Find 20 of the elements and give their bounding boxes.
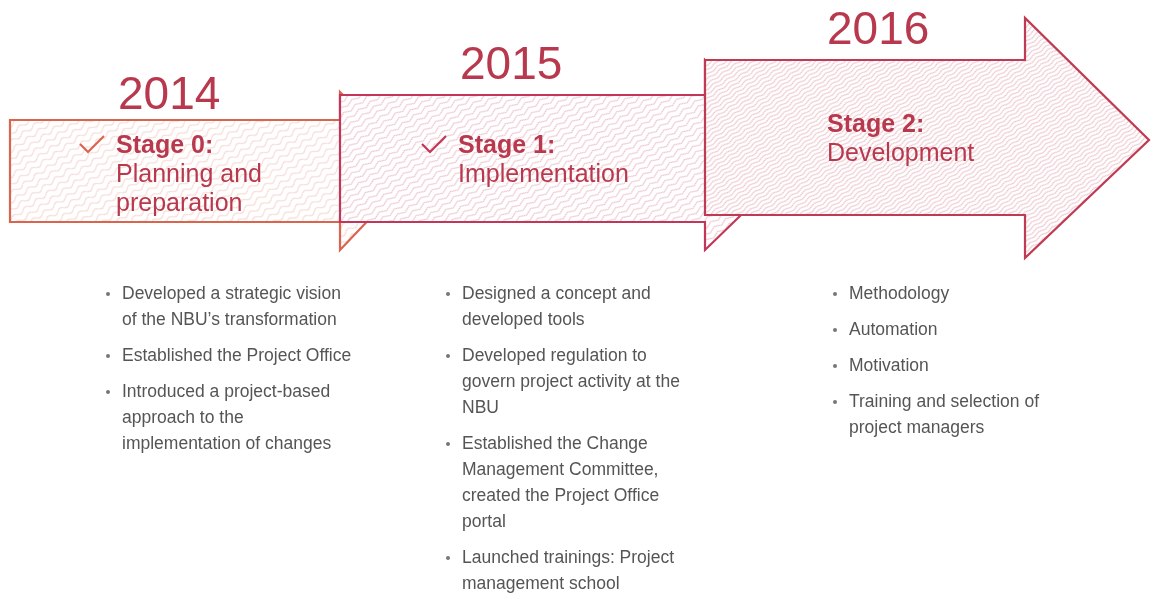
bullet-text: Motivation [849,354,930,377]
stage-title: Stage 1: [458,130,556,159]
bullet-text: Methodology [849,282,951,305]
stage-name: Planning and preparation [116,159,263,217]
year-label: 2014 [118,70,221,116]
stage-title: Stage 0: [116,130,214,159]
bullet-text: Designed a concept and developed tools [462,282,652,331]
bullet-text: Developed regulation to govern project activity at the NBU [462,344,681,419]
bullet-text: Introduced a project-based approach to the implementation of changes [122,380,333,455]
stage-name: Implementation [458,159,630,188]
bullet-text: Automation [849,318,939,341]
stage-name: Development [827,138,976,167]
year-label: 2015 [460,40,563,86]
bullet-text: Established the Change Management Committee, created the Project Office portal [462,432,661,533]
bullet-text: Training and selection of project managers [849,390,1041,439]
stage-title: Stage 2: [827,109,925,138]
bullet-text: Launched trainings: Project management school [462,546,676,595]
bullet-text: Developed a strategic vision of the NBU’s transformation [122,282,342,331]
bullet-text: Established the Project Office [122,344,353,367]
year-label: 2016 [827,5,930,51]
